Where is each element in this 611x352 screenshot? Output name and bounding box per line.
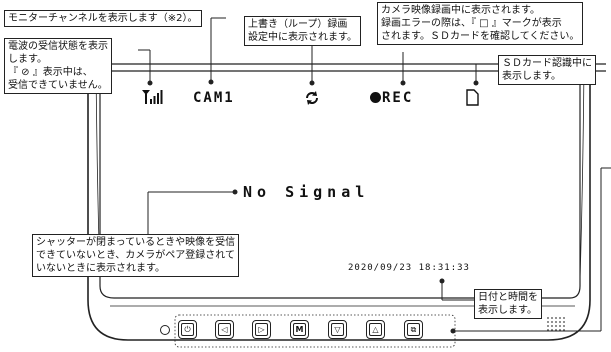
screen-switch-icon: ⧉ <box>407 323 420 336</box>
rec-label: REC <box>382 90 414 106</box>
menu-button[interactable]: M <box>290 320 309 339</box>
menu-m-icon: M <box>293 323 306 336</box>
screen-switch-button[interactable]: ⧉ <box>404 320 423 339</box>
power-icon: ⏻ <box>181 323 194 336</box>
sdcard-callout: ＳＤカード認識中に 表示します。 <box>498 55 596 85</box>
nosignal-callout: シャッターが閉まっているときや映像を受信 できていないとき、カメラがペア登録され… <box>32 234 240 277</box>
channel-label: CAM1 <box>193 90 235 106</box>
recording-callout: カメラ映像録画中に表示されます。 録画エラーの際は、『 □ 』マークが表示 され… <box>377 2 584 45</box>
datetime-text: 2020/09/23 18:31:33 <box>348 263 470 273</box>
triangle-right-icon: ▷ <box>255 323 268 336</box>
sd-card-icon <box>466 89 479 106</box>
up-button[interactable]: △ <box>366 320 385 339</box>
power-button[interactable]: ⏻ <box>178 320 197 339</box>
triangle-up-icon: △ <box>369 323 382 336</box>
no-signal-text: No Signal <box>243 183 370 201</box>
led-indicator <box>160 325 170 335</box>
datetime-callout: 日付と時間を 表示します。 <box>474 289 542 319</box>
loop-callout: 上書き（ループ）録画 設定中に表示されます。 <box>244 16 361 46</box>
right-button[interactable]: ▷ <box>252 320 271 339</box>
left-button[interactable]: ◁ <box>215 320 234 339</box>
triangle-left-icon: ◁ <box>218 323 231 336</box>
signal-callout: 電波の受信状態を表示 します。 『 ⊘ 』表示中は、 受信できていません。 <box>4 38 112 94</box>
channel-callout: モニターチャンネルを表示します（※2）。 <box>4 10 203 27</box>
loop-recording-icon <box>304 90 320 106</box>
rec-dot-icon <box>370 92 381 103</box>
down-button[interactable]: ▽ <box>328 320 347 339</box>
triangle-down-icon: ▽ <box>331 323 344 336</box>
signal-strength-icon <box>141 88 163 104</box>
